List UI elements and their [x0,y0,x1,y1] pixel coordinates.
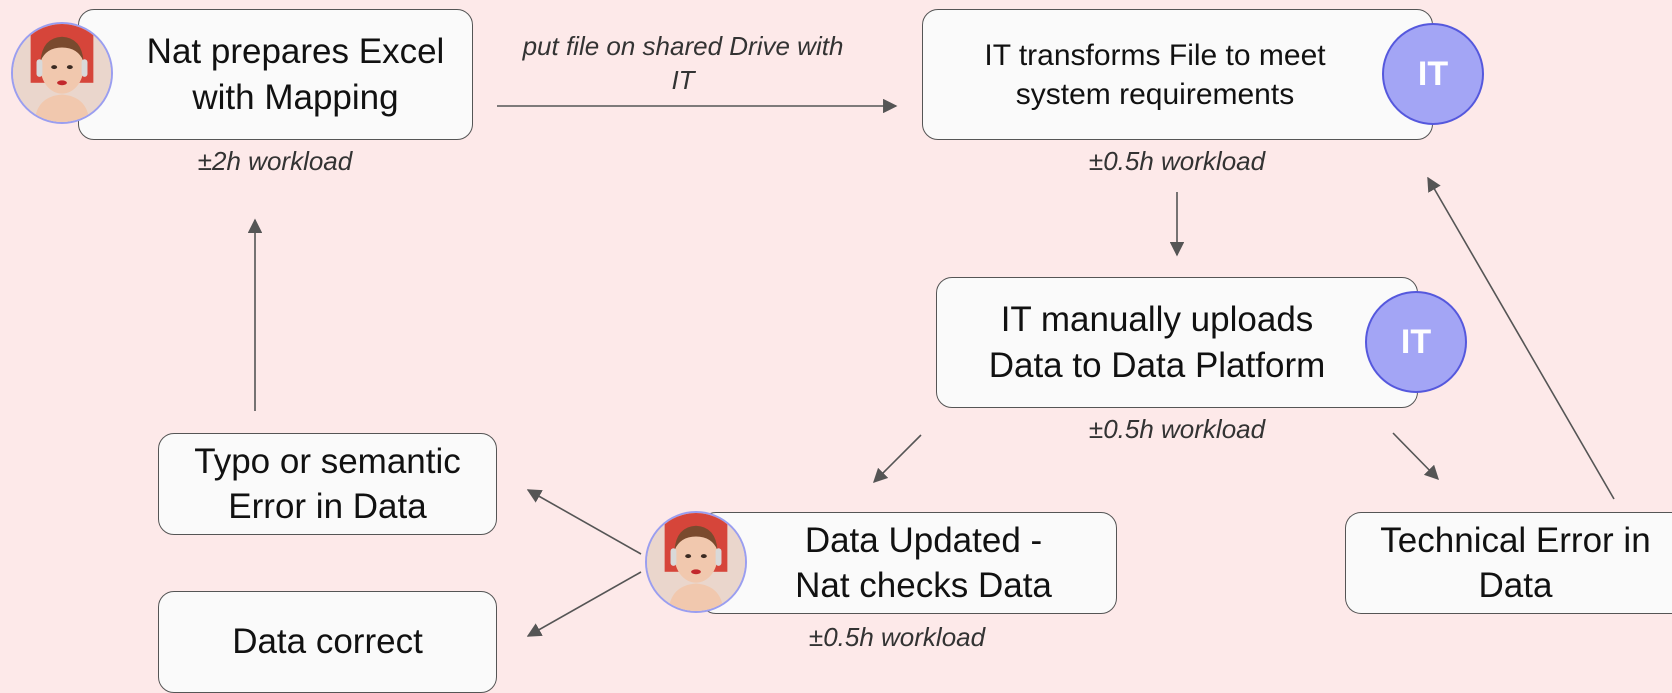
it-badge-icon: IT [1382,23,1484,125]
workload-note-prepare: ±2h workload [197,146,353,176]
node-technical-error: Technical Error in Data [1345,512,1672,614]
arrow-upload-to-check [872,434,922,484]
node-it-transforms: IT transforms File to meet system requir… [922,9,1433,140]
node-nat-prepares: Nat prepares Excel with Mapping [78,9,473,140]
it-badge-label: IT [1417,54,1449,93]
node-it-uploads: IT manually uploads Data to Data Platfor… [936,277,1418,408]
node-data-correct: Data correct [158,591,497,693]
node-data-correct-label: Data correct [232,622,423,662]
node-data-updated: Data Updated - Nat checks Data [700,512,1117,614]
node-it-uploads-label: IT manually uploads Data to Data Platfor… [988,300,1326,385]
edge-label-shared-drive: put file on shared Drive with IT [522,31,844,95]
node-typo-error: Typo or semantic Error in Data [158,433,497,535]
arrow-upload-to-technical-error [1392,432,1440,481]
node-typo-error-label: Typo or semantic Error in Data [194,441,461,527]
person-avatar-icon [11,22,113,124]
it-badge-label: IT [1400,322,1432,361]
node-it-transforms-label: IT transforms File to meet system requir… [984,38,1326,111]
arrow-check-to-typo [526,489,642,555]
node-nat-prepares-label: Nat prepares Excel with Mapping [146,32,445,117]
it-badge-icon: IT [1365,291,1467,393]
workload-note-upload: ±0.5h workload [1088,414,1266,444]
workload-note-transform: ±0.5h workload [1088,146,1266,176]
workload-note-check: ±0.5h workload [808,622,986,652]
person-avatar-icon [645,511,747,613]
arrow-technical-error-to-transform [1427,176,1615,500]
node-technical-error-label: Technical Error in Data [1380,520,1651,606]
arrow-check-to-correct [526,571,642,637]
node-data-updated-label: Data Updated - Nat checks Data [795,520,1052,606]
